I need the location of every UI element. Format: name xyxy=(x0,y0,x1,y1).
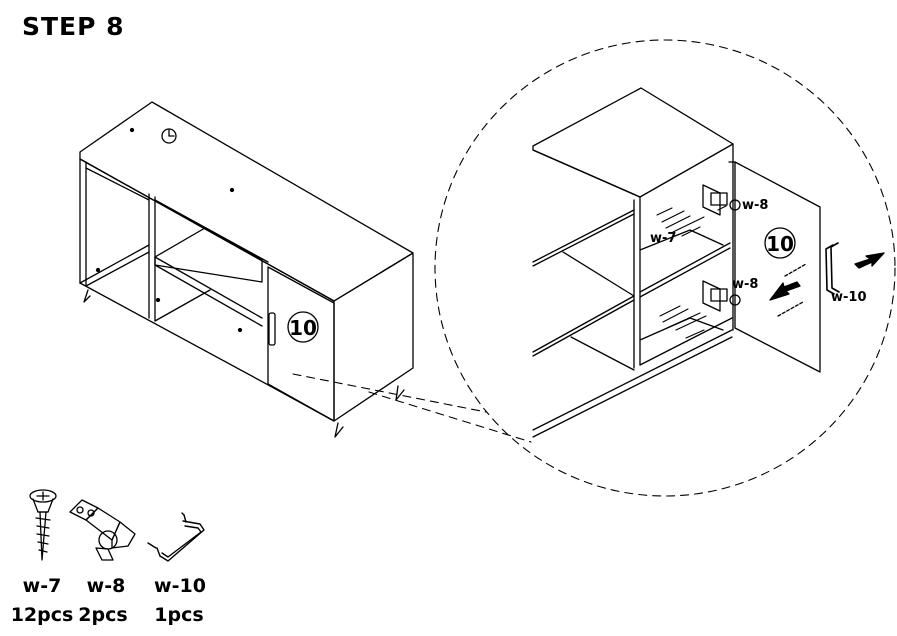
detail-shelf-front xyxy=(639,247,731,298)
callout-hinge-upper: w-8 xyxy=(742,198,768,213)
step-title: STEP 8 xyxy=(22,12,125,41)
part-qty-w10: 1pcs xyxy=(154,604,204,626)
cabinet-door xyxy=(267,266,335,422)
top-dot xyxy=(229,187,235,193)
cabinet-detail-view: 10 w-8 w-7 w-8 w-10 xyxy=(532,87,885,438)
detail-panel-number-circle xyxy=(764,227,796,259)
cabinet-main-view: 10 xyxy=(79,101,414,438)
door-screw xyxy=(777,301,804,317)
detail-screws-upper xyxy=(656,205,727,237)
inner-line xyxy=(85,251,150,287)
detail-circle xyxy=(434,39,896,497)
detail-panel-number: 10 xyxy=(766,232,794,256)
callout-screws-upper: w-7 xyxy=(650,231,676,246)
detail-shelf-front xyxy=(639,242,731,293)
callout-handle: w-10 xyxy=(831,290,867,305)
inner-line xyxy=(154,289,211,322)
part-code-w10: w-10 xyxy=(154,575,206,597)
detail-shelf xyxy=(532,213,635,267)
bottom-inner-edge xyxy=(79,244,150,284)
leg xyxy=(395,385,405,401)
cam-dot xyxy=(155,297,161,303)
cabinet-top xyxy=(79,101,414,302)
detail-bottom xyxy=(532,329,733,431)
detail-hinge-lower xyxy=(702,280,741,312)
screw-icon xyxy=(29,489,57,561)
cam-dot xyxy=(237,327,243,333)
cabinet-right-side xyxy=(333,252,414,422)
door-handle xyxy=(268,312,276,346)
detail-door xyxy=(734,161,821,373)
cabinet-top-front-edge xyxy=(79,158,335,302)
callout-hinge-lower: w-8 xyxy=(732,277,758,292)
detail-bottom xyxy=(532,336,733,438)
detail-top-edge xyxy=(532,149,641,198)
arrow-right-icon xyxy=(769,281,801,301)
cam-dot xyxy=(95,267,101,273)
inner-back-line xyxy=(85,167,150,201)
part-qty-w7: 12pcs xyxy=(10,604,74,626)
leg xyxy=(83,289,91,303)
leader-line xyxy=(292,373,487,413)
cabinet-shelf xyxy=(154,227,263,283)
shelf-front xyxy=(154,256,263,319)
part-code-w7: w-7 xyxy=(22,575,62,597)
detail-bottom-inner xyxy=(639,317,733,366)
door-screw xyxy=(784,263,807,277)
handle-icon xyxy=(147,512,205,562)
detail-shelf xyxy=(532,295,635,353)
detail-handle xyxy=(825,242,840,295)
arrow-left-icon xyxy=(854,252,885,269)
part-code-w8: w-8 xyxy=(86,575,126,597)
detail-shelf xyxy=(570,336,635,371)
detail-inner-shelf xyxy=(639,229,724,251)
shelf-front xyxy=(154,264,263,327)
detail-shelf xyxy=(562,251,635,297)
detail-shelf xyxy=(532,209,635,263)
top-dot xyxy=(129,127,135,133)
detail-top xyxy=(532,87,734,198)
hinge-icon xyxy=(69,499,136,561)
leader-line xyxy=(368,391,532,443)
detail-hinge-upper xyxy=(702,184,741,216)
detail-screws-lower xyxy=(659,305,707,339)
main-panel-number-circle xyxy=(287,311,319,343)
cable-hole xyxy=(161,128,177,144)
leg xyxy=(334,422,344,438)
detail-shelf xyxy=(532,299,635,357)
part-qty-w8: 2pcs xyxy=(78,604,128,626)
main-panel-number: 10 xyxy=(289,316,317,340)
